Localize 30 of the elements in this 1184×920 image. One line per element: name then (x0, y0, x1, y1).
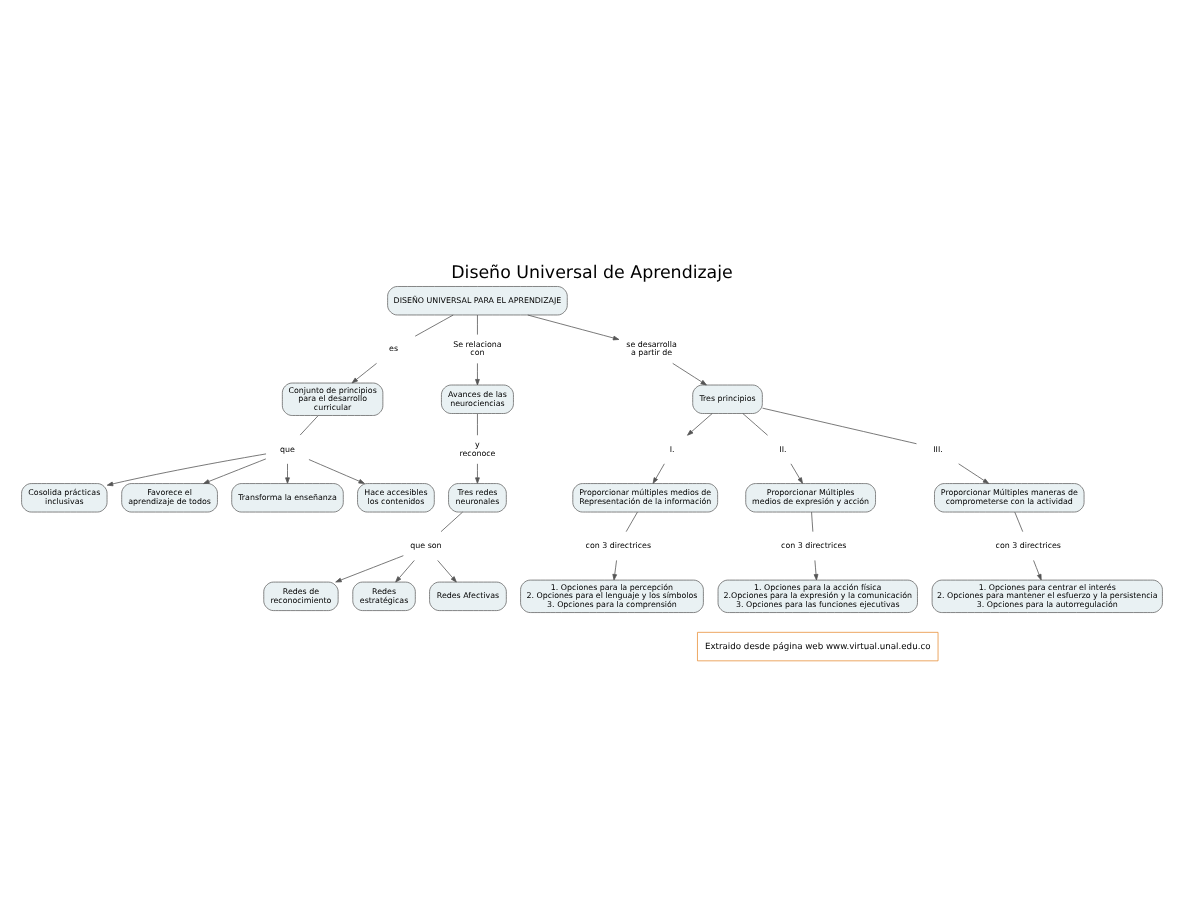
arrow (475, 462, 480, 483)
connector (440, 510, 463, 532)
arrow (285, 462, 290, 483)
arrow (672, 361, 707, 385)
arrow (813, 559, 819, 580)
arrow (612, 559, 618, 580)
arrow (106, 452, 267, 486)
arrow (308, 458, 365, 483)
connector (762, 406, 917, 444)
connector (299, 414, 319, 435)
arrow (958, 462, 990, 483)
arrow (527, 313, 620, 340)
connector (414, 313, 454, 336)
arrow (475, 361, 480, 385)
connector (625, 510, 638, 532)
arrow (790, 462, 803, 483)
connector (1014, 510, 1024, 532)
arrow (335, 554, 404, 582)
diagram-title: Diseño Universal de Aprendizaje (451, 263, 733, 284)
connector (477, 313, 478, 334)
arrow (652, 462, 665, 483)
arrow (437, 559, 457, 582)
connector (742, 412, 768, 435)
arrow (687, 412, 713, 435)
arrow (351, 361, 377, 383)
arrow (1033, 559, 1042, 580)
arrow (203, 457, 267, 483)
arrow (395, 559, 415, 582)
connector (477, 412, 478, 435)
connector (811, 510, 814, 532)
